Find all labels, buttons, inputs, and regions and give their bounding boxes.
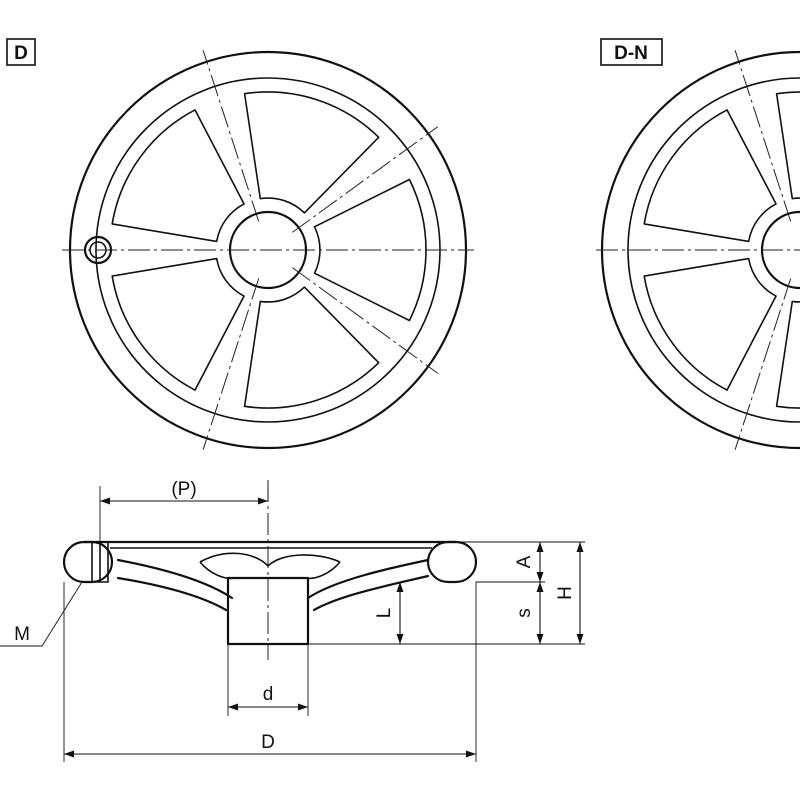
dim-s: s [514,582,544,644]
spoke-openings [111,91,427,409]
side-view: (P) A s H L M [0,479,585,762]
spoke-center [199,552,341,567]
spoke-right [306,558,430,612]
svg-text:d: d [263,684,274,705]
spoke-center-line [202,50,260,222]
center-lines [62,50,474,450]
spoke-center-line [202,278,260,450]
dim-l: L [374,582,404,644]
spoke-center-line [292,126,439,233]
spoke-opening [775,300,800,409]
svg-text:M: M [14,624,30,645]
rim-inner [627,77,800,423]
svg-text:s: s [514,608,535,618]
spoke-opening [111,109,245,243]
spoke-opening [111,257,245,391]
view-tag-d: D [6,38,36,66]
svg-text:A: A [514,555,535,568]
front-view-dn: D-N [596,38,800,450]
svg-text:D-N: D-N [614,43,648,64]
side-hub [226,576,310,646]
spoke-opening [243,286,380,409]
center-lines [596,50,800,450]
rim-section-right [426,540,478,584]
dim-a: A [514,542,544,582]
svg-text:D: D [261,732,275,753]
spoke-opening [643,257,777,391]
svg-text:D: D [14,43,28,64]
spoke-opening [775,91,800,200]
spoke-openings [643,91,800,409]
rim-section-left [62,540,114,584]
dim-p: (P) [99,479,269,542]
spoke-center-line [734,50,792,222]
view-tag-dn: D-N [600,38,663,66]
dim-d-large: D [63,582,477,762]
spoke-center-line [292,267,439,374]
svg-text:(P): (P) [171,479,196,500]
spoke-opening [643,109,777,243]
leader-m: M [0,581,83,647]
front-view-d: D [6,38,474,450]
svg-text:L: L [374,608,395,619]
svg-text:H: H [555,586,576,600]
spoke-opening [313,178,427,322]
dim-d-small: d [227,644,309,716]
spoke-opening [243,91,380,214]
spoke-center-line [734,278,792,450]
dim-h: H [555,542,584,644]
spoke-left [116,558,234,612]
